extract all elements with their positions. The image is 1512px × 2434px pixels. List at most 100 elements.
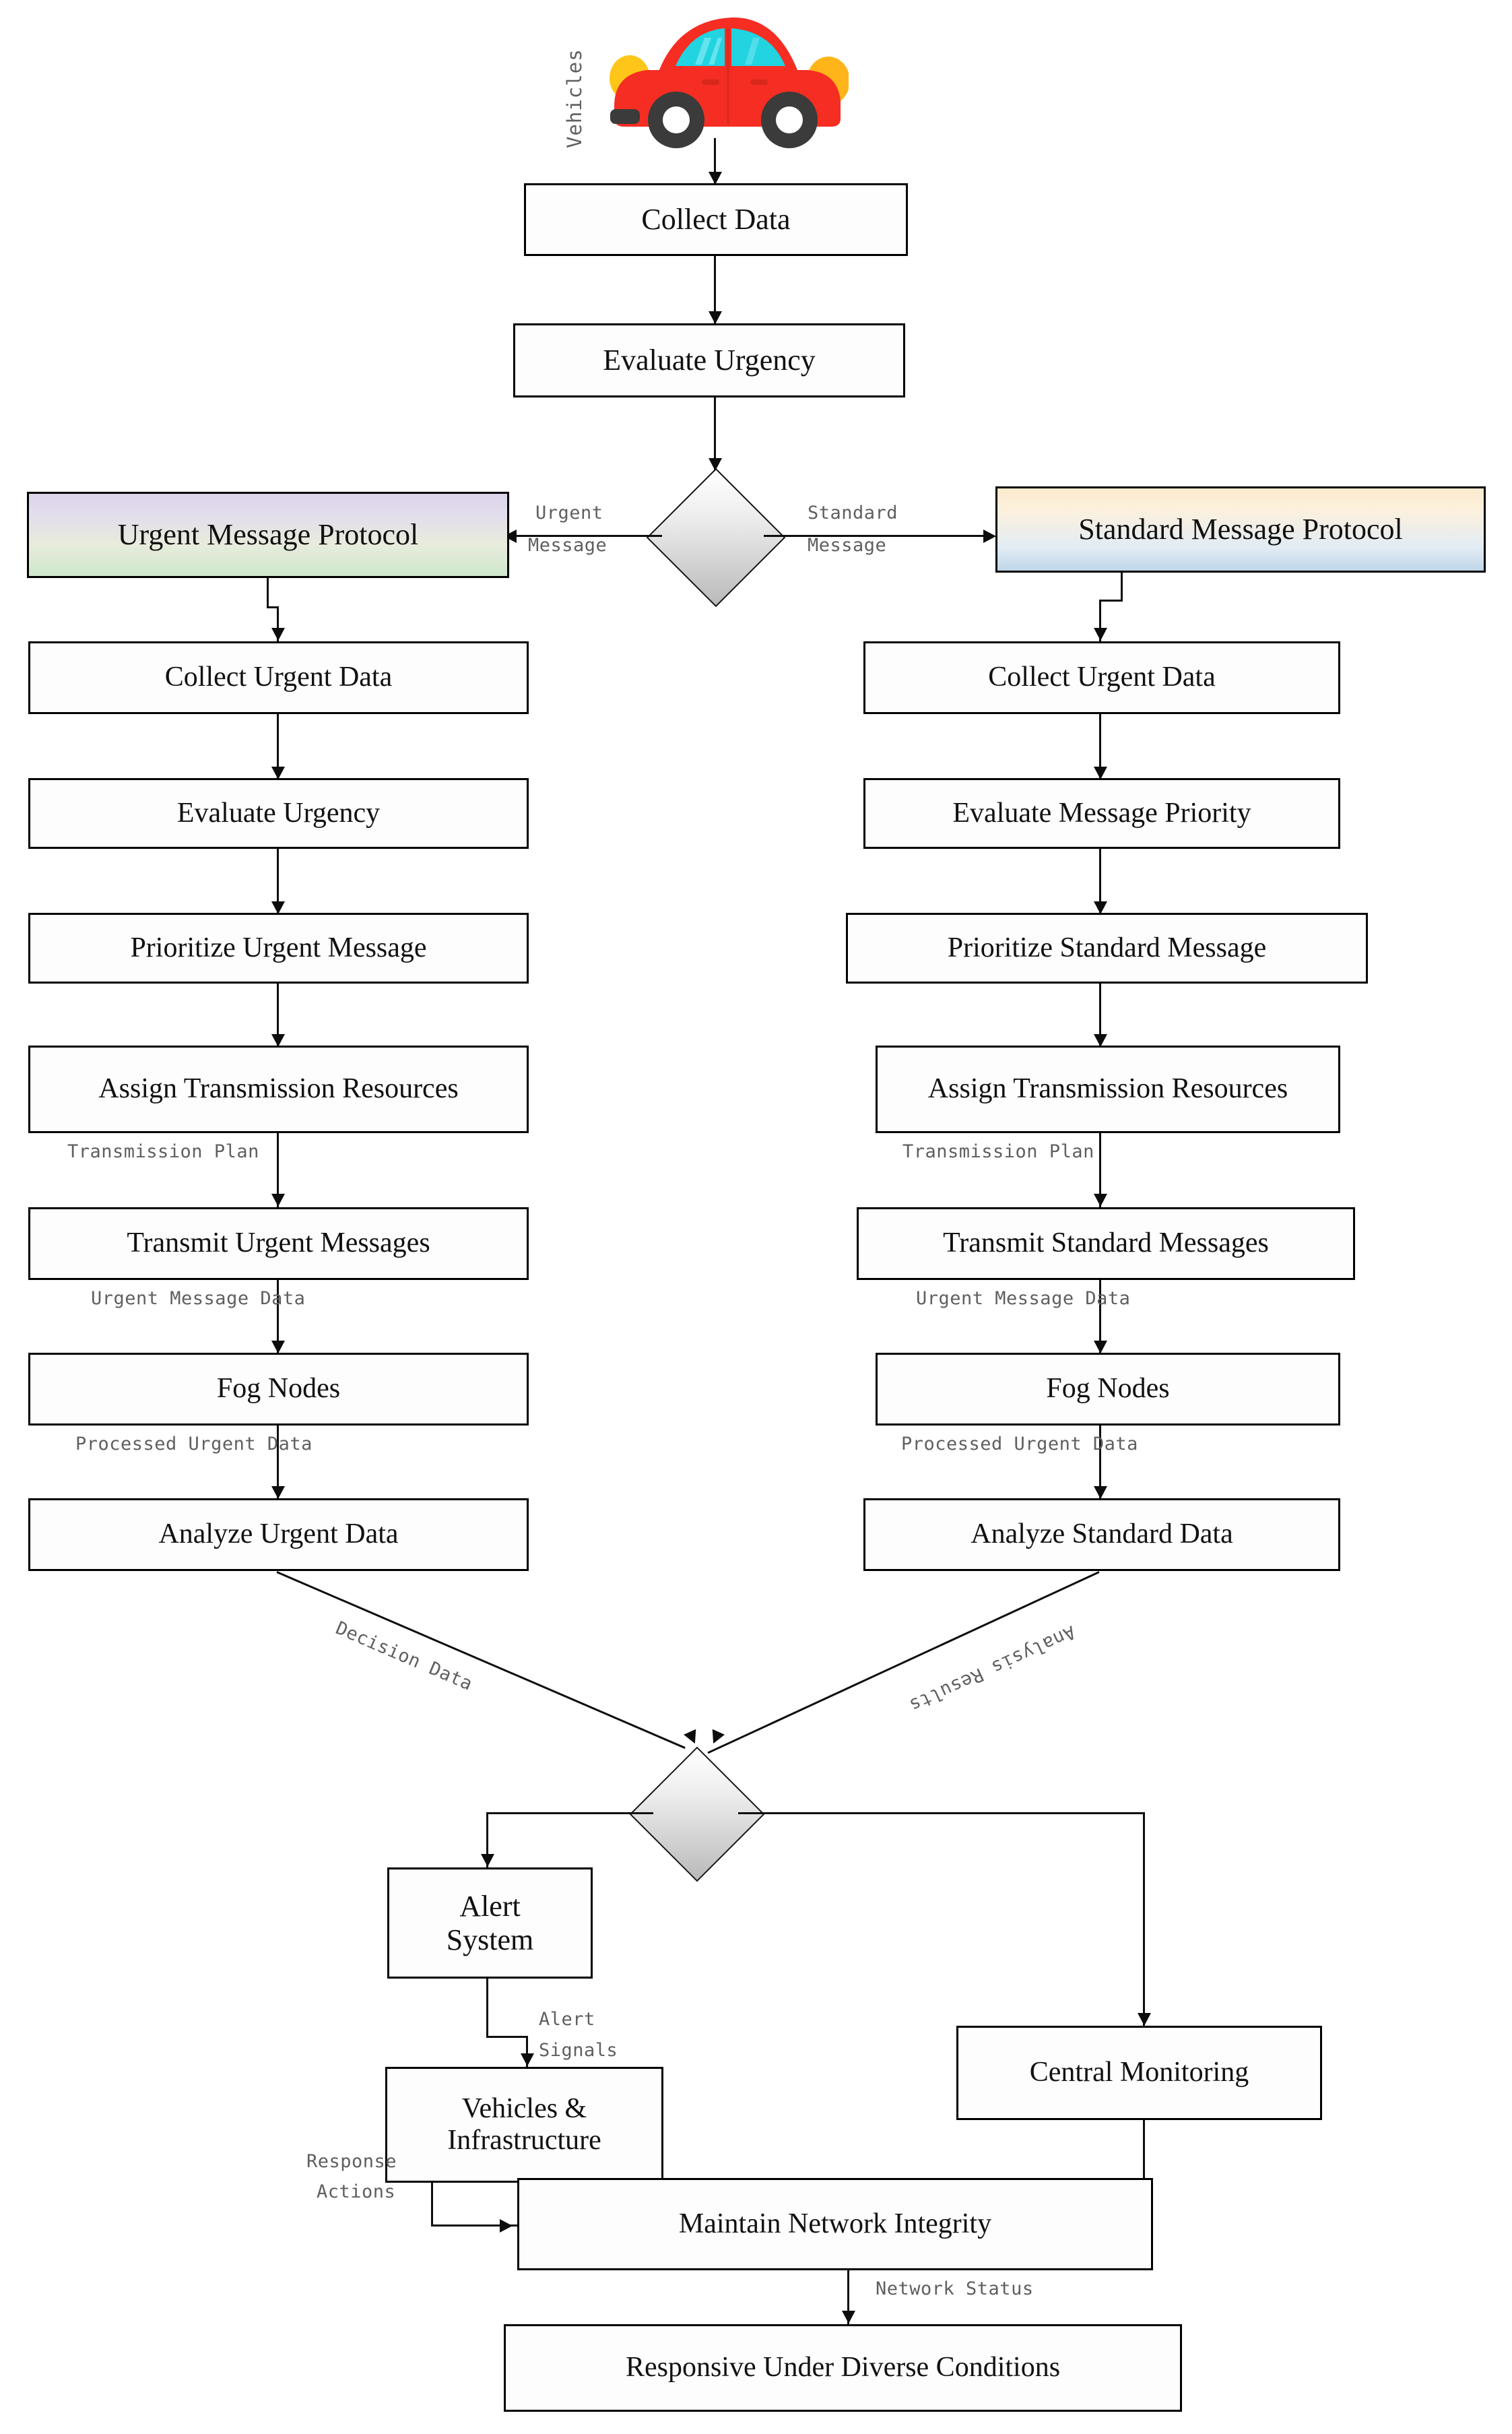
node-right-evaluate-message-priority[interactable]: Evaluate Message Priority	[863, 778, 1340, 849]
edge-left-evaluate-to-prioritize	[277, 849, 279, 913]
edge-standard-protocol-jog	[1099, 600, 1123, 602]
node-vehicles-and-infrastructure[interactable]: Vehicles & Infrastructure	[385, 2067, 663, 2183]
edge-left-fog-to-analyze	[277, 1426, 279, 1498]
edge-right-transmit-to-fog	[1099, 1280, 1101, 1353]
arrowhead-standard-protocol-to-collect	[1094, 628, 1107, 641]
edge-vehicles-to-maintain-horizontal-2	[431, 2224, 529, 2227]
node-left-analyze-urgent-data[interactable]: Analyze Urgent Data	[28, 1498, 529, 1571]
edge-label-right-processed-urgent-data: Processed Urgent Data	[901, 1434, 1138, 1454]
edge-decision-to-urgent-protocol	[508, 535, 662, 537]
edge-left-assign-to-transmit	[277, 1133, 279, 1207]
edge-label-response-actions-line2: Actions	[317, 2181, 396, 2202]
alert-system-line2: System	[446, 1923, 534, 1956]
edge-label-standard-message-line1: Standard	[808, 503, 898, 523]
decision-diamond-routing[interactable]	[629, 1746, 765, 1882]
node-right-analyze-standard-data[interactable]: Analyze Standard Data	[863, 1498, 1340, 1571]
arrowhead-decision-to-standard-protocol	[983, 530, 996, 543]
edge-label-urgent-message-line1: Urgent	[535, 503, 603, 523]
arrowhead-maintain-to-responsive	[842, 2311, 855, 2324]
edge-label-analysis-results: Analysis Results	[906, 1621, 1079, 1717]
edge-label-alert-signals-line1: Alert	[539, 2009, 595, 2030]
edge-standard-protocol-to-collect	[1099, 600, 1101, 641]
arrowhead-left-assign-to-transmit	[271, 1194, 285, 1207]
edge-right-prioritize-to-assign	[1099, 984, 1101, 1046]
node-standard-message-protocol[interactable]: Standard Message Protocol	[995, 486, 1486, 573]
edge-routing-to-central-monitoring-horizontal	[738, 1812, 1145, 1814]
edge-right-collect-to-evaluate	[1099, 714, 1101, 778]
arrowhead-routing-to-central-monitoring	[1138, 2013, 1151, 2026]
node-central-monitoring[interactable]: Central Monitoring	[956, 2026, 1322, 2120]
edge-alert-to-vehicles-jog	[486, 2036, 528, 2038]
edge-vehicles-to-collect-data	[714, 138, 716, 184]
arrowhead-left-fog-to-analyze	[271, 1486, 285, 1499]
edge-routing-to-alert-system-horizontal	[486, 1812, 653, 1814]
edge-label-urgent-message-line2: Message	[528, 535, 607, 556]
edge-routing-to-alert-system-vertical	[486, 1812, 488, 1871]
arrowhead-routing-to-alert-system	[481, 1854, 494, 1867]
edge-left-prioritize-to-assign	[277, 984, 279, 1046]
decision-diamond-message-type[interactable]	[646, 468, 786, 608]
node-urgent-message-protocol[interactable]: Urgent Message Protocol	[27, 492, 509, 578]
node-right-transmit-standard-messages[interactable]: Transmit Standard Messages	[857, 1207, 1355, 1280]
arrowhead-right-collect-to-evaluate	[1094, 767, 1107, 779]
arrowhead-right-prioritize-to-assign	[1094, 1034, 1107, 1047]
node-left-assign-transmission-resources[interactable]: Assign Transmission Resources	[28, 1046, 529, 1133]
edge-standard-protocol-down	[1121, 573, 1123, 601]
node-responsive-under-diverse-conditions[interactable]: Responsive Under Diverse Conditions	[504, 2324, 1182, 2412]
arrowhead-right-fog-to-analyze	[1094, 1486, 1107, 1499]
node-maintain-network-integrity[interactable]: Maintain Network Integrity	[517, 2178, 1153, 2270]
arrowhead-right-evaluate-to-prioritize	[1094, 901, 1107, 914]
edge-decision-to-standard-protocol	[764, 535, 994, 537]
edge-left-transmit-to-fog	[277, 1280, 279, 1353]
node-left-transmit-urgent-messages[interactable]: Transmit Urgent Messages	[28, 1207, 529, 1280]
node-right-collect-urgent-data[interactable]: Collect Urgent Data	[863, 641, 1340, 714]
arrowhead-right-assign-to-transmit	[1094, 1194, 1107, 1207]
edge-right-fog-to-analyze	[1099, 1426, 1101, 1498]
arrowhead-vehicles-to-maintain	[500, 2219, 513, 2233]
edge-alert-to-vehicles-v1	[486, 1979, 488, 2038]
edge-vehicles-to-maintain-vertical-2	[431, 2183, 433, 2226]
edge-decision-data-diagonal	[276, 1571, 686, 1749]
edge-right-evaluate-to-prioritize	[1099, 849, 1101, 913]
edge-right-assign-to-transmit	[1099, 1133, 1101, 1207]
edge-routing-to-central-monitoring-vertical	[1143, 1812, 1145, 2028]
arrowhead-decision-data	[684, 1729, 701, 1747]
edge-label-standard-message-line2: Message	[808, 535, 887, 556]
node-left-prioritize-urgent-message[interactable]: Prioritize Urgent Message	[28, 913, 529, 984]
arrowhead-evaluate-urgency-to-decision	[709, 458, 722, 471]
edge-label-alert-signals-line2: Signals	[539, 2040, 618, 2061]
arrowhead-collect-data-to-evaluate-urgency	[709, 311, 722, 324]
vehicles-infra-line1: Vehicles &	[461, 2092, 587, 2124]
edge-maintain-to-responsive	[847, 2270, 849, 2330]
edge-label-decision-data: Decision Data	[332, 1618, 476, 1695]
node-alert-system[interactable]: Alert System	[387, 1867, 593, 1979]
arrowhead-left-prioritize-to-assign	[271, 1034, 285, 1047]
node-right-assign-transmission-resources[interactable]: Assign Transmission Resources	[876, 1046, 1340, 1133]
edge-alert-to-vehicles-v2	[526, 2036, 528, 2068]
red-car-icon	[606, 5, 850, 154]
node-evaluate-urgency-top[interactable]: Evaluate Urgency	[513, 323, 905, 397]
node-right-fog-nodes[interactable]: Fog Nodes	[876, 1353, 1340, 1426]
node-collect-data[interactable]: Collect Data	[524, 183, 908, 256]
edge-urgent-protocol-jog	[267, 606, 279, 608]
edge-central-to-maintain-vertical	[1143, 2120, 1145, 2226]
arrowhead-left-transmit-to-fog	[271, 1341, 285, 1353]
edge-label-left-processed-urgent-data: Processed Urgent Data	[75, 1434, 313, 1454]
arrowhead-analysis-results	[707, 1729, 725, 1747]
edge-evaluate-urgency-to-decision	[714, 397, 716, 472]
node-left-evaluate-urgency[interactable]: Evaluate Urgency	[28, 778, 529, 849]
arrowhead-urgent-protocol-to-collect	[271, 628, 285, 641]
edge-label-right-urgent-message-data: Urgent Message Data	[916, 1288, 1131, 1309]
edge-urgent-protocol-down	[267, 578, 269, 608]
vehicles-infra-line2: Infrastructure	[447, 2125, 601, 2156]
arrowhead-left-collect-to-evaluate	[271, 767, 285, 779]
edge-analysis-results-diagonal	[707, 1571, 1100, 1754]
node-left-collect-urgent-data[interactable]: Collect Urgent Data	[28, 641, 529, 714]
arrowhead-right-transmit-to-fog	[1094, 1341, 1107, 1353]
node-right-prioritize-standard-message[interactable]: Prioritize Standard Message	[846, 913, 1368, 984]
alert-system-line1: Alert	[459, 1890, 521, 1923]
node-left-fog-nodes[interactable]: Fog Nodes	[28, 1353, 529, 1426]
edge-label-response-actions-line1: Response	[306, 2151, 397, 2172]
arrowhead-vehicles-to-collect-data	[709, 172, 722, 185]
arrowhead-left-evaluate-to-prioritize	[271, 901, 285, 914]
